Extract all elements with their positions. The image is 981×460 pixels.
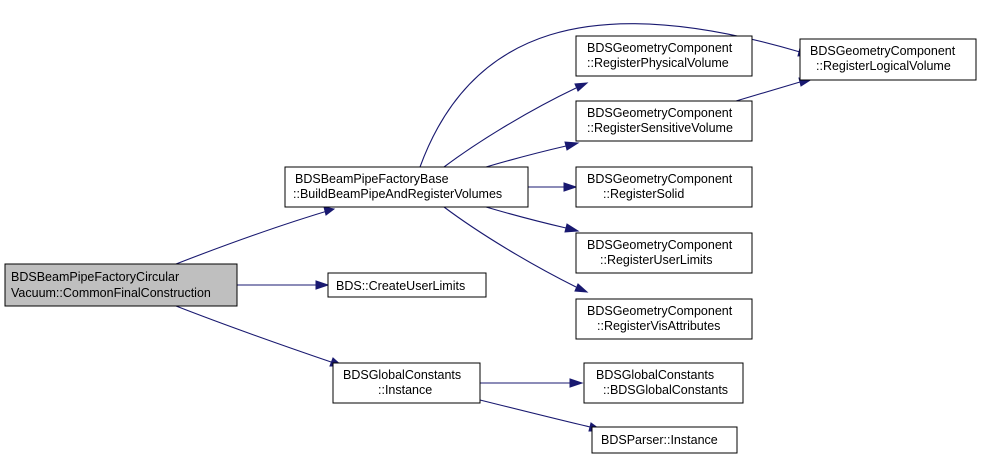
node-parser-instance[interactable]: BDSParser::Instance <box>591 426 738 454</box>
node-register-logical-volume-line1: BDSGeometryComponent <box>810 44 956 58</box>
node-register-physical-volume-line2: ::RegisterPhysicalVolume <box>587 56 729 70</box>
node-global-constants-instance[interactable]: BDSGlobalConstants ::Instance <box>332 362 481 404</box>
edge-globalconstants-to-globalconstantsctor <box>480 378 584 388</box>
node-register-user-limits-line2: ::RegisterUserLimits <box>600 253 713 267</box>
node-register-solid-line2: ::RegisterSolid <box>603 187 684 201</box>
edge-buildbeampipe-to-registersolid <box>528 182 578 192</box>
node-root-function[interactable]: BDSBeamPipeFactoryCircular Vacuum::Commo… <box>4 263 238 307</box>
edge-buildbeampipe-to-registersensitivevolume <box>485 141 580 168</box>
node-global-constants-ctor[interactable]: BDSGlobalConstants ::BDSGlobalConstants <box>583 362 744 404</box>
edge-buildbeampipe-to-registeruserlimits <box>485 206 580 233</box>
node-register-logical-volume-line2: ::RegisterLogicalVolume <box>816 59 951 73</box>
node-register-sensitive-volume[interactable]: BDSGeometryComponent ::RegisterSensitive… <box>575 100 753 142</box>
node-register-vis-attributes-line1: BDSGeometryComponent <box>587 304 733 318</box>
edge-root-to-createuserlimits <box>237 280 330 290</box>
node-create-user-limits[interactable]: BDS::CreateUserLimits <box>327 272 487 298</box>
node-register-vis-attributes-line2: ::RegisterVisAttributes <box>597 319 720 333</box>
node-register-vis-attributes[interactable]: BDSGeometryComponent ::RegisterVisAttrib… <box>575 298 753 340</box>
edge-buildbeampipe-to-registerphysicalvolume <box>443 82 589 168</box>
node-build-beam-pipe-line2: ::BuildBeamPipeAndRegisterVolumes <box>293 187 502 201</box>
node-global-constants-ctor-line2: ::BDSGlobalConstants <box>603 383 728 397</box>
node-root-line1: BDSBeamPipeFactoryCircular <box>11 270 179 284</box>
node-register-user-limits[interactable]: BDSGeometryComponent ::RegisterUserLimit… <box>575 232 753 274</box>
node-global-constants-instance-line2: ::Instance <box>378 383 432 397</box>
node-register-logical-volume[interactable]: BDSGeometryComponent ::RegisterLogicalVo… <box>799 38 977 81</box>
node-global-constants-instance-line1: BDSGlobalConstants <box>343 368 461 382</box>
edge-buildbeampipe-to-registervisattributes <box>443 206 589 293</box>
edge-root-to-globalconstants <box>175 305 344 367</box>
node-register-solid-line1: BDSGeometryComponent <box>587 172 733 186</box>
edge-globalconstants-to-parserinstance <box>479 399 604 432</box>
node-root-line2: Vacuum::CommonFinalConstruction <box>11 286 211 300</box>
node-register-solid[interactable]: BDSGeometryComponent ::RegisterSolid <box>575 166 753 208</box>
node-register-sensitive-volume-line1: BDSGeometryComponent <box>587 106 733 120</box>
node-register-physical-volume[interactable]: BDSGeometryComponent ::RegisterPhysicalV… <box>575 35 753 77</box>
node-build-beam-pipe-line1: BDSBeamPipeFactoryBase <box>295 172 449 186</box>
node-global-constants-ctor-line1: BDSGlobalConstants <box>596 368 714 382</box>
node-register-user-limits-line1: BDSGeometryComponent <box>587 238 733 252</box>
node-parser-instance-label: BDSParser::Instance <box>601 433 718 447</box>
edge-root-to-buildbeampipe <box>175 206 336 265</box>
node-register-sensitive-volume-line2: ::RegisterSensitiveVolume <box>587 121 733 135</box>
edge-registersensitivevolume-to-registerlogicalvolume <box>735 77 814 102</box>
node-create-user-limits-label: BDS::CreateUserLimits <box>336 279 465 293</box>
node-build-beam-pipe[interactable]: BDSBeamPipeFactoryBase ::BuildBeamPipeAn… <box>284 166 529 208</box>
node-register-physical-volume-line1: BDSGeometryComponent <box>587 41 733 55</box>
